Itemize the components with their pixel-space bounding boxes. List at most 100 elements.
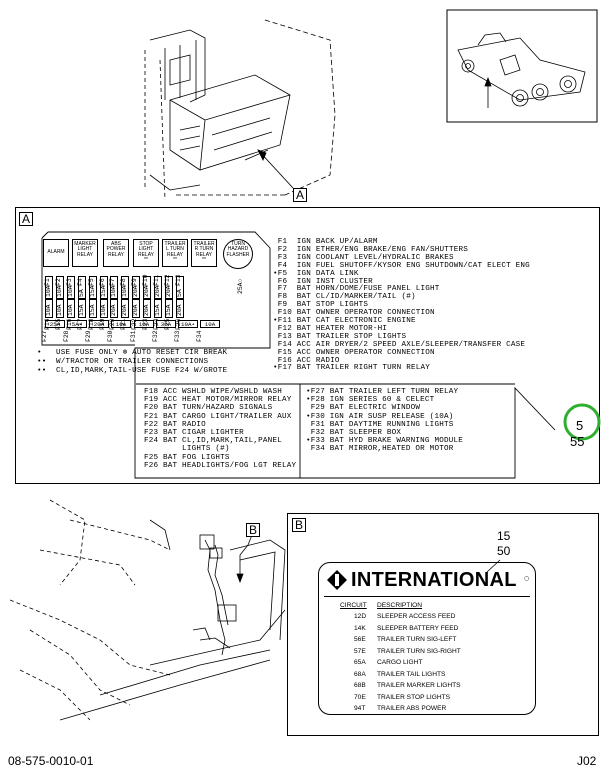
decal-description: TRAILER STOP LIGHTS xyxy=(377,693,451,701)
fuse-slot xyxy=(132,299,141,318)
relay-label-line: STOP xyxy=(139,241,153,247)
fuse-description: •F5 IGN DATA LINK xyxy=(273,269,359,278)
fuse-panel-outline xyxy=(41,231,556,479)
brand-name: INTERNATIONAL xyxy=(351,569,517,591)
relay-label-line: RELAY xyxy=(76,251,94,258)
fuse-bottom-slot: 5A• xyxy=(67,320,87,328)
relay-alarm: ALARM xyxy=(43,239,69,267)
fuse-slot xyxy=(132,276,141,299)
fuse-description: F8 BAT CL/ID/MARKER/TAIL (#) xyxy=(273,293,416,302)
fuse-description: F3 IGN COOLANT LEVEL/HYDRALIC BRAKES xyxy=(273,253,454,262)
fuse-slot xyxy=(154,276,162,299)
decal-header-circuit: CIRCUIT xyxy=(340,602,367,609)
fuse-slot xyxy=(175,276,184,299)
relay-label-line: ** xyxy=(144,257,148,264)
callout-a-top: A xyxy=(293,188,307,202)
decal-description: CARGO LIGHT xyxy=(377,659,423,666)
relay-label-line: HAZARD xyxy=(227,246,249,253)
decal-description: TRAILER TURN SIG-RIGHT xyxy=(377,647,461,655)
fuse-description: F4 IGN FUEL SHUTOFF/KYSOR ENG SHUTDOWN/C… xyxy=(273,261,530,270)
fuse-bottom-slot: 10A xyxy=(111,320,131,328)
relay-label-line: RELAY xyxy=(166,251,184,258)
fuse-bottom-slot: 25A xyxy=(45,320,65,328)
fuse-description: F23 BAT CIGAR LIGHTER xyxy=(144,429,244,437)
fuse-description: F20 BAT TURN/HAZARD SIGNALS xyxy=(144,404,273,413)
fuse-description: F13 BAT TRAILER STOP LIGHTS xyxy=(273,332,407,341)
fuse-slot xyxy=(154,299,162,318)
fuse-description: •F28 IGN SERIES 60 & CELECT xyxy=(306,396,435,405)
fuse-slot xyxy=(45,299,53,318)
decal-circuit: 65A xyxy=(354,659,366,666)
decal-circuit: 14K xyxy=(354,624,366,632)
relay-label-line: TRAILER xyxy=(164,241,186,247)
marker-5-bottom: 55 xyxy=(570,434,585,449)
fuse-slot xyxy=(143,276,152,299)
circuit-decal xyxy=(318,562,536,715)
relay-label-line: RELAY xyxy=(107,251,125,258)
fuse-slot xyxy=(66,276,75,299)
fuse-description: •F30 IGN AIR SUSP RELEASE (10A) xyxy=(306,412,454,421)
decal-description: SLEEPER BATTERY FEED xyxy=(377,624,459,632)
fuse-bottom-slot: 30A xyxy=(156,320,176,328)
fuse-slot xyxy=(88,276,97,299)
fuse-description: F24 BAT CL,ID,MARK,TAIL,PANEL xyxy=(144,437,282,446)
fuse-description: F18 ACC WSHLD WIPE/WSHLD WASH xyxy=(144,388,282,396)
fuse-slot xyxy=(164,276,173,299)
fuse-slot xyxy=(55,299,64,318)
fuse-bottom-slot: 10A xyxy=(134,320,154,328)
decal-circuit: 70E xyxy=(354,693,366,701)
highlight-circle xyxy=(563,403,601,441)
fuse-description: F6 IGN INST CLUSTER xyxy=(273,277,373,286)
fuse-description: •F27 BAT TRAILER LEFT TURN RELAY xyxy=(306,388,459,396)
decal-description: TRAILER MARKER LIGHTS xyxy=(377,682,461,689)
fuse-bottom-slot: 20A xyxy=(89,320,109,328)
fuse-description: F12 BAT HEATER MOTOR-HI xyxy=(273,324,388,333)
label-frame xyxy=(287,513,599,736)
relay-label-line: MARKER xyxy=(74,241,96,247)
fuse-description: F19 ACC HEAT MOTOR/MIRROR RELAY xyxy=(144,396,292,405)
fuse-slot xyxy=(110,276,119,299)
fuse-slot xyxy=(66,299,75,318)
marker-15-bottom: 50 xyxy=(497,544,511,558)
fuse-slot xyxy=(88,299,97,318)
decal-description: SLEEPER ACCESS FEED xyxy=(377,613,456,620)
fuse-slot xyxy=(55,276,64,299)
fuse-panel-frame xyxy=(15,207,600,484)
fuse-description: F9 BAT STOP LIGHTS xyxy=(273,301,369,310)
relay-label-line: FLASHER xyxy=(226,251,250,258)
fuse-slot xyxy=(77,276,86,299)
fuse-description: F16 ACC RADIO xyxy=(273,356,340,365)
fuse-slot xyxy=(77,299,86,318)
relay-label-line: ABS xyxy=(110,241,121,247)
fuse-description: F29 BAT ELECTRIC WINDOW xyxy=(306,404,421,413)
note-3: •• CL,ID,MARK,TAIL-USE FUSE F24 W/GROTE xyxy=(37,367,228,375)
fuse-slot xyxy=(99,276,108,299)
harness-illustration xyxy=(9,499,286,721)
fuse-description: F25 BAT FOG LIGHTS xyxy=(144,453,230,462)
drawing-number: 08-575-0010-01 xyxy=(8,754,94,768)
decal-description: TRAILER TAIL LIGHTS xyxy=(377,670,446,678)
relay-label-line: LIGHT xyxy=(77,246,93,253)
international-logo-icon xyxy=(327,570,347,590)
callout-b-drawing: B xyxy=(246,523,260,537)
fuse-description: F15 ACC OWNER OPERATOR CONNECTION xyxy=(273,348,435,357)
sheet-code: J02 xyxy=(577,754,597,768)
fuse-slot xyxy=(121,276,130,299)
relay-label-line: L TURN xyxy=(166,246,184,253)
marker-5-top: 5 xyxy=(576,418,584,433)
decal-circuit: 12D xyxy=(354,613,367,620)
fuse-description: •F33 BAT HYD BRAKE WARNING MODULE xyxy=(306,437,463,446)
fuse-slot xyxy=(143,299,152,318)
fuse-description: F32 BAT SLEEPER BOX xyxy=(306,429,402,437)
relay-label-line: RELAY xyxy=(195,251,213,258)
fuse-description: F14 ACC AIR DRYER/2 SPEED AXLE/SLEEPER/T… xyxy=(273,340,526,349)
note-2: •• W/TRACTOR OR TRAILER CONNECTIONS xyxy=(37,358,209,366)
